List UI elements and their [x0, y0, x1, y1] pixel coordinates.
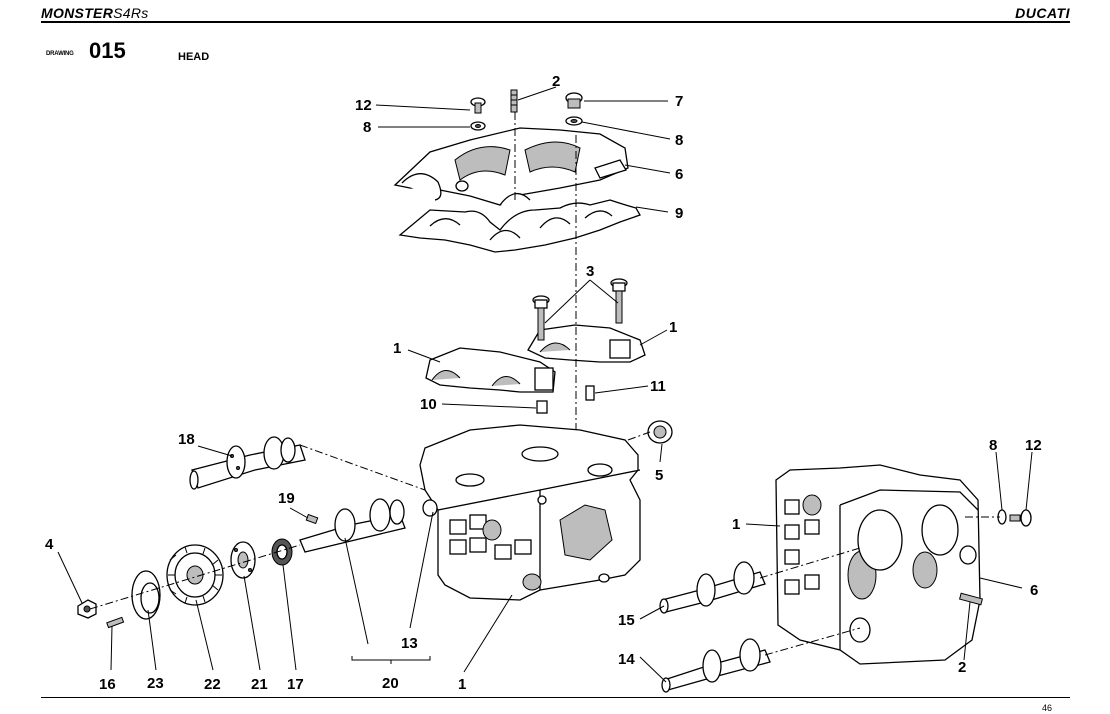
callout-15: 15	[618, 612, 635, 629]
callout-labels: 12 8 2 7 8 6 9 3 1 1 11 10 18 5 19 4 13 …	[45, 73, 1042, 693]
stud-2-right	[958, 592, 984, 606]
axis-cam-14	[764, 627, 861, 656]
callout-8: 8	[363, 119, 371, 136]
key-19	[305, 513, 319, 525]
group-bracket-20	[351, 656, 431, 664]
spacer-17	[271, 538, 293, 566]
callout-2: 2	[552, 73, 560, 90]
valve-cover-part	[393, 127, 629, 206]
callout-14: 14	[618, 651, 635, 668]
callout-16: 16	[99, 676, 116, 693]
footer-rule	[41, 697, 1070, 698]
callout-6: 6	[675, 166, 683, 183]
callout-20: 20	[382, 675, 399, 692]
cylinder-head-left	[419, 424, 641, 601]
callout-6: 6	[1030, 582, 1038, 599]
callout-1: 1	[732, 516, 740, 533]
pulley-flange-23	[131, 570, 161, 620]
timing-pulley-22	[166, 544, 224, 606]
callout-8: 8	[989, 437, 997, 454]
header-rule	[41, 21, 1070, 23]
drawing-number: 015	[89, 38, 126, 63]
screw-16	[106, 616, 125, 629]
seal-ring-5	[647, 420, 673, 444]
callout-9: 9	[675, 205, 683, 222]
cover-screw-12	[470, 97, 486, 131]
callout-18: 18	[178, 431, 195, 448]
callout-23: 23	[147, 675, 164, 692]
callout-1: 1	[669, 319, 677, 336]
callout-12: 12	[355, 97, 372, 114]
stud-2-top	[510, 89, 518, 113]
callout-1: 1	[393, 340, 401, 357]
bolt-3-left	[532, 295, 550, 341]
bolt-3-right	[610, 278, 628, 324]
cap-nut-7	[565, 92, 583, 126]
drawing-title: HEAD	[178, 51, 210, 63]
model-name: MONSTERS4Rs	[41, 5, 149, 21]
page-number: 46	[1041, 703, 1052, 713]
dowel-11	[585, 385, 595, 401]
camshaft-20	[299, 498, 438, 553]
callout-4: 4	[45, 536, 54, 553]
callout-7: 7	[675, 93, 683, 110]
axis-cam-15	[759, 547, 861, 579]
cylinder-head-right	[775, 464, 981, 665]
callout-1: 1	[458, 676, 466, 693]
callout-5: 5	[655, 467, 663, 484]
callout-3: 3	[586, 263, 594, 280]
nut-4	[77, 599, 97, 619]
axis-gear-train	[89, 544, 301, 610]
callout-12: 12	[1025, 437, 1042, 454]
cam-cap-left	[425, 347, 556, 393]
axis-seal	[627, 431, 651, 441]
cam-right-14	[661, 638, 771, 693]
cam-right-15	[659, 561, 766, 614]
dowel-10	[536, 400, 548, 414]
callout-21: 21	[251, 676, 268, 693]
brand-name: DUCATI	[1015, 5, 1070, 21]
gasket-part	[398, 199, 641, 253]
washer-screw-right	[997, 509, 1032, 527]
cam-cap-right	[527, 324, 646, 363]
hub-21	[230, 541, 256, 579]
drawing-label: DRAWING	[46, 51, 74, 57]
model-name-variant: S4Rs	[113, 5, 149, 21]
leader-lines	[57, 86, 1033, 683]
callout-13: 13	[401, 635, 418, 652]
model-name-bold: MONSTER	[41, 5, 114, 21]
callout-8: 8	[675, 132, 683, 149]
callout-17: 17	[287, 676, 304, 693]
callout-22: 22	[204, 676, 221, 693]
axis-camshaft-18	[299, 444, 426, 491]
callout-10: 10	[420, 396, 437, 413]
callout-2: 2	[958, 659, 966, 676]
callout-11: 11	[650, 378, 666, 395]
camshaft-18	[189, 436, 306, 490]
callout-19: 19	[278, 490, 295, 507]
